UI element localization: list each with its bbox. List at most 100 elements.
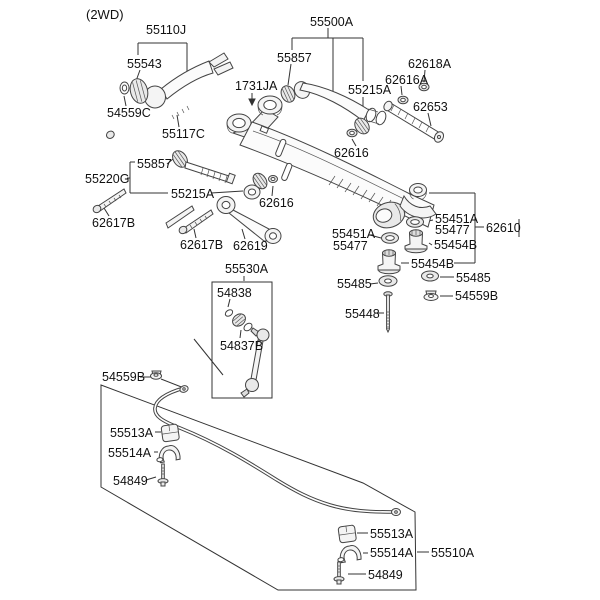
part-label-55857-left: 55857 xyxy=(137,157,172,171)
leader-62653 xyxy=(427,112,432,127)
part-label-55477-left: 55477 xyxy=(333,239,368,253)
leader-55117C xyxy=(176,114,180,128)
beam-slot xyxy=(281,162,293,181)
adjuster xyxy=(225,172,236,185)
leader-54838 xyxy=(227,298,231,308)
leader-55215A-left xyxy=(210,190,244,194)
part-label-55448: 55448 xyxy=(345,307,380,321)
bushing-55513A-right xyxy=(337,524,357,544)
leader-55485-left xyxy=(369,282,379,285)
part-label-55117C: 55117C xyxy=(162,127,205,141)
leader-62616-lower xyxy=(271,185,274,197)
nut-54559B-right xyxy=(423,290,439,301)
drive-variant-label: (2WD) xyxy=(86,7,124,22)
trailing-arm-fork xyxy=(208,52,234,76)
lower-arm-assembly-drawing xyxy=(172,150,278,200)
part-label-55513A-left: 55513A xyxy=(110,426,154,440)
bolt-54849-right xyxy=(333,561,345,585)
part-label-54559B-right: 54559B xyxy=(455,289,498,303)
leader-55454B-right xyxy=(428,242,433,246)
part-label-55454B-right: 55454B xyxy=(434,238,477,252)
nut-62616-lower xyxy=(268,175,278,183)
right-end-plate xyxy=(399,194,437,219)
part-label-54837B: 54837B xyxy=(220,339,263,353)
leader-55857-top xyxy=(287,63,292,86)
leader-62618A xyxy=(423,69,426,83)
clamp-55514A-left xyxy=(156,445,181,464)
part-label-62619: 62619 xyxy=(233,239,268,253)
beam-slot xyxy=(275,138,287,157)
part-label-54559B-bar: 54559B xyxy=(102,370,145,384)
upper-arm-assembly-drawing xyxy=(280,81,430,138)
oring-54837B-2 xyxy=(243,322,253,332)
part-label-55513A-right: 55513A xyxy=(370,527,414,541)
labels: (2WD) 55110J 55543 54559C 55117C 1731JA … xyxy=(85,7,521,582)
part-label-55510A: 55510A xyxy=(431,546,475,560)
clamp-55514A-right xyxy=(337,545,362,564)
leader-55857-left xyxy=(166,158,174,165)
bushing-55857-top xyxy=(280,85,296,103)
bushing-55215A-top xyxy=(354,117,370,135)
nut-62616-upper xyxy=(346,128,358,138)
assembly-box-55510A xyxy=(100,384,417,591)
stabilizer-bar-assembly-drawing xyxy=(100,370,417,591)
part-label-54559C: 54559C xyxy=(107,106,151,120)
nut-62618A xyxy=(418,82,430,92)
leader-55451A-left xyxy=(369,234,382,239)
bolt-55117C xyxy=(105,105,195,229)
part-label-55500A: 55500A xyxy=(310,15,354,29)
bushing-55543 xyxy=(129,78,149,104)
rear-mount-boss xyxy=(372,201,406,229)
part-label-54838: 54838 xyxy=(217,286,252,300)
leader-54837B xyxy=(239,329,242,339)
bolt-62617B-2 xyxy=(178,209,214,235)
arrowhead-1731JA xyxy=(248,98,256,107)
part-label-55485-left: 55485 xyxy=(337,277,372,291)
part-label-55485-right: 55485 xyxy=(456,271,491,285)
leader-62619 xyxy=(241,228,246,240)
bracket-55500A xyxy=(291,28,364,117)
part-label-55215A-top: 55215A xyxy=(348,83,392,97)
part-label-55543: 55543 xyxy=(127,57,162,71)
washer-55451A-left xyxy=(381,232,399,244)
clamp-group-left xyxy=(156,423,181,487)
stabilizer-bar-core xyxy=(154,387,395,513)
part-label-55514A-left: 55514A xyxy=(108,446,152,460)
bushing-54837B xyxy=(232,313,246,327)
crossmember-drawing xyxy=(226,95,437,229)
nut-54559B-bar xyxy=(150,370,162,380)
stabilizer-link xyxy=(240,327,270,398)
part-label-62616-lower: 62616 xyxy=(259,196,294,210)
part-label-62653: 62653 xyxy=(413,100,448,114)
leader-54849-left xyxy=(145,476,157,481)
stabilizer-link-box-drawing xyxy=(211,281,273,399)
part-label-62616A: 62616A xyxy=(385,73,429,87)
bracket-62610 xyxy=(429,192,520,264)
part-label-55215A-left: 55215A xyxy=(171,187,215,201)
part-label-54849-right: 54849 xyxy=(368,568,403,582)
oring-54838 xyxy=(224,309,234,317)
bolt-62617B-1 xyxy=(92,188,127,214)
assist-arm-62619-drawing xyxy=(216,196,282,244)
part-label-55857-top: 55857 xyxy=(277,51,312,65)
clamp-group-right xyxy=(333,524,362,585)
leader-62616-upper xyxy=(351,138,357,147)
part-label-62616-upper: 62616 xyxy=(334,146,369,160)
trailing-arm xyxy=(160,60,214,100)
part-label-55514A-right: 55514A xyxy=(370,546,414,560)
part-label-55451A-left: 55451A xyxy=(332,227,376,241)
washer-55485-right xyxy=(421,270,439,282)
leader-62617B-1 xyxy=(103,207,110,217)
bolt-55448 xyxy=(383,291,393,334)
part-label-55454B-bottom: 55454B xyxy=(411,257,454,271)
washer-55451A-right xyxy=(406,216,424,228)
callout-lines xyxy=(103,28,520,575)
part-label-55451A-right: 55451A xyxy=(435,212,479,226)
part-label-55477-right: 55477 xyxy=(435,223,470,237)
trailing-arm-assembly-drawing xyxy=(105,52,234,229)
detail-box-55530A xyxy=(211,281,273,399)
leader-62616A xyxy=(400,85,403,96)
leader-62617B-2 xyxy=(193,228,197,239)
